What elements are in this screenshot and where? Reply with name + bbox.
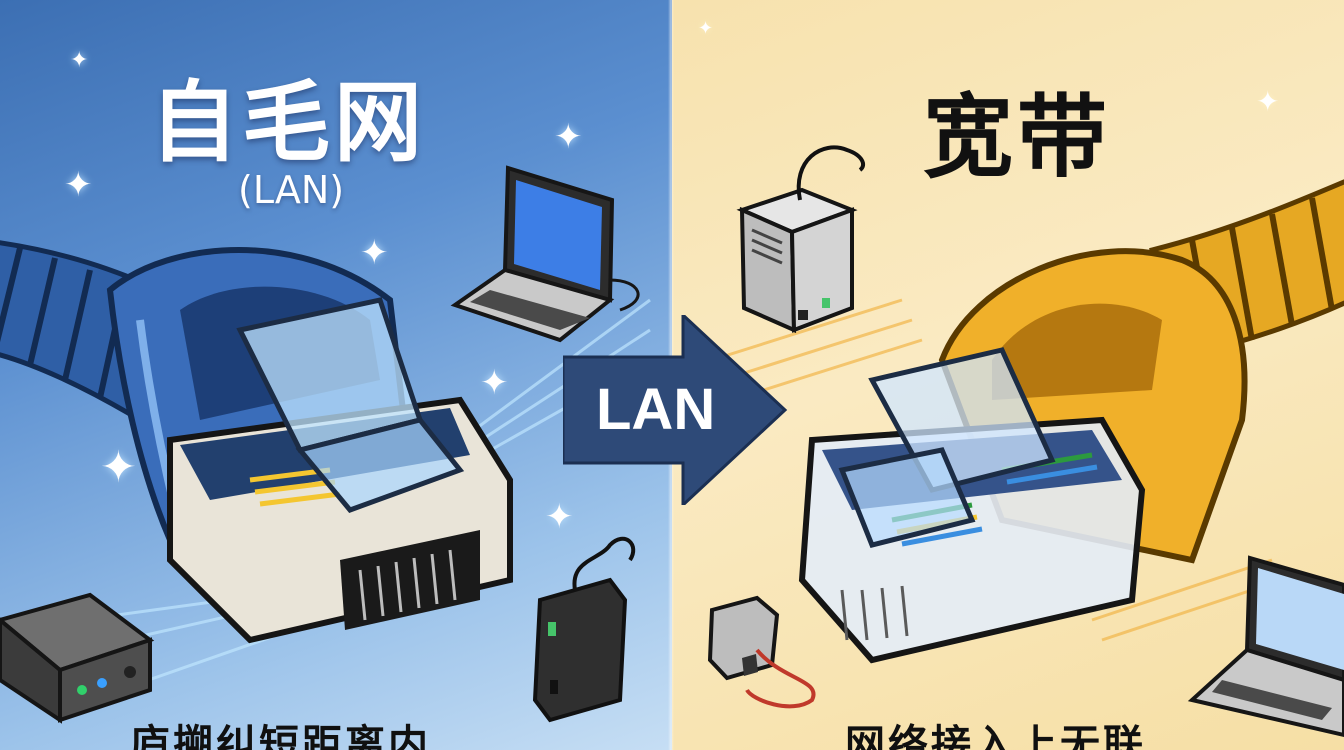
sparkle-icon: ✦ — [100, 442, 137, 493]
sparkle-icon: ✦ — [554, 117, 583, 157]
lan-panel: ✦ ✦ ✦ ✦ ✦ ✦ ✦ 自毛网 (LAN) 庐搠纠短距离内 — [0, 0, 672, 750]
rj45-plug-icon — [798, 347, 1146, 664]
sparkle-icon: ✦ — [70, 48, 89, 73]
laptop-icon — [450, 165, 640, 343]
rj45-plug-icon — [167, 297, 513, 644]
lan-title: 自毛网 — [150, 71, 427, 174]
sparkle-icon: ✦ — [64, 165, 93, 205]
sparkle-icon: ✦ — [545, 497, 574, 537]
sparkle-icon: ✦ — [360, 233, 389, 273]
modem-icon — [736, 145, 866, 334]
arrow-label: LAN — [596, 377, 716, 442]
sparkle-icon: ✦ — [480, 363, 509, 403]
lan-illustration — [0, 165, 651, 724]
power-adapter-icon — [532, 536, 636, 723]
lan-caption: 庐搠纠短距离内 — [130, 722, 431, 750]
lan-subtitle: (LAN) — [238, 168, 345, 212]
broadband-title: 宽带 — [923, 85, 1111, 190]
router-icon — [0, 592, 155, 724]
sparkle-icon: ✦ — [698, 18, 714, 39]
broadband-caption: 网络接入上无联 — [845, 722, 1146, 750]
laptop-icon — [1187, 555, 1344, 738]
broadband-illustration — [707, 145, 1344, 738]
arrow-right-icon — [563, 315, 788, 505]
sparkle-icon: ✦ — [1256, 85, 1280, 118]
power-adapter-icon — [707, 595, 816, 709]
broadband-panel: ✦ ✦ 宽带 网络接入上无联 — [672, 0, 1344, 750]
